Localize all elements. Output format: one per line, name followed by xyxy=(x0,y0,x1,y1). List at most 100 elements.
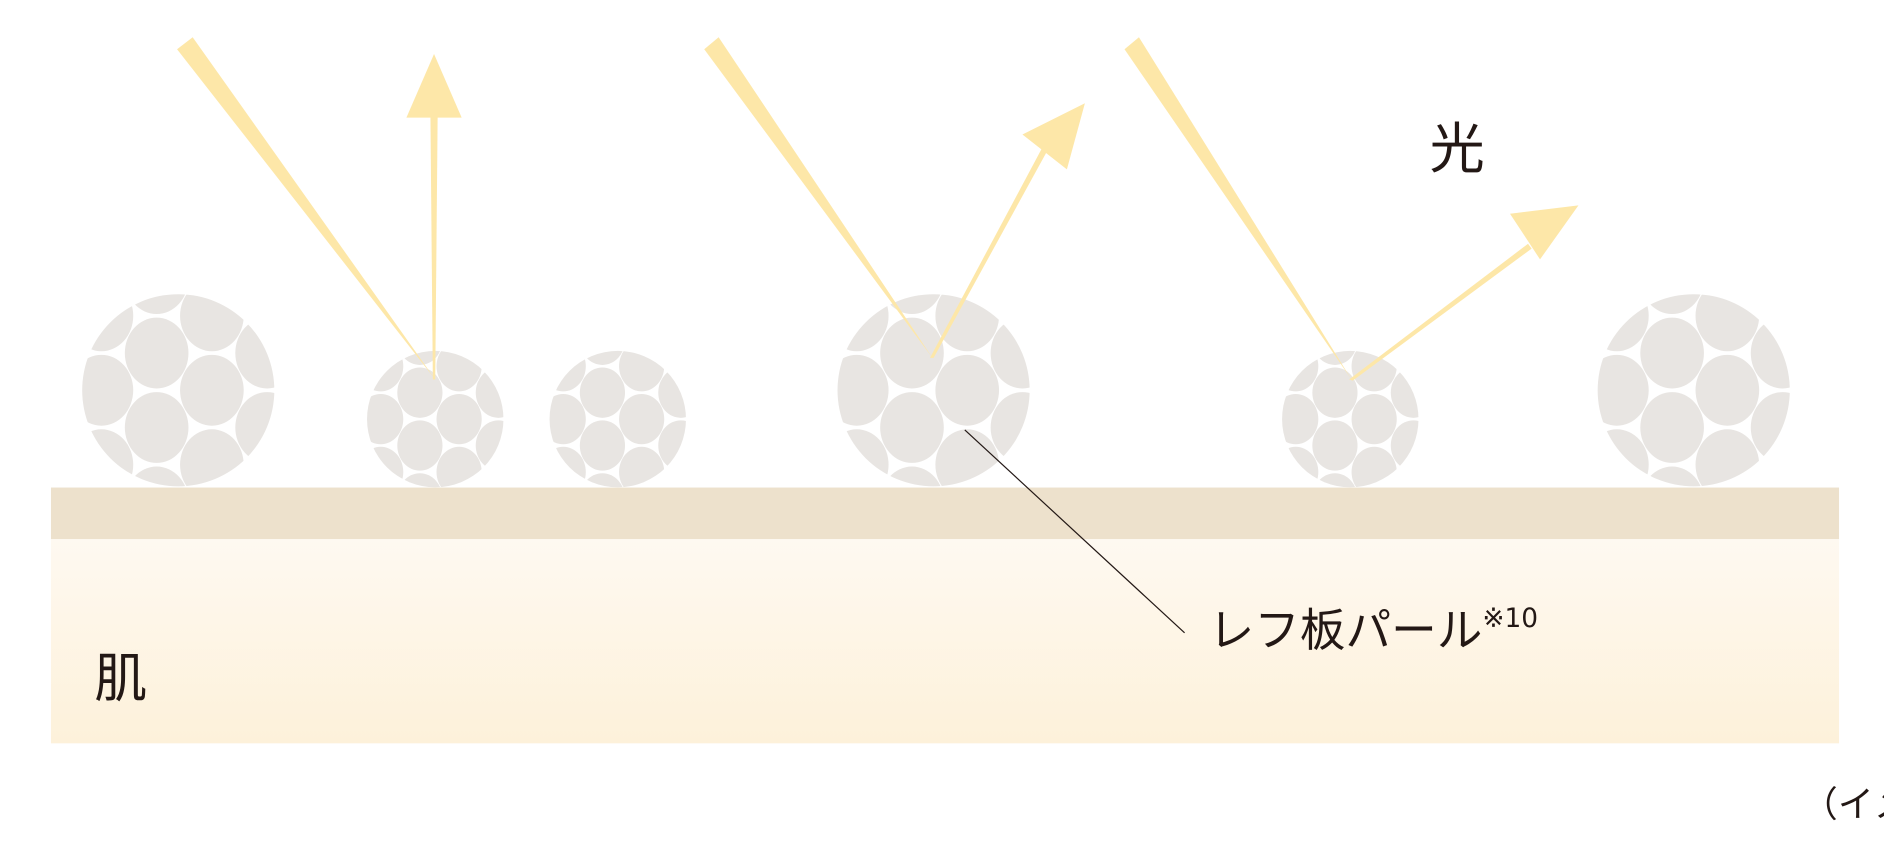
pearl-platelet xyxy=(619,235,664,285)
pearl-platelet xyxy=(837,354,889,426)
pearl-platelet xyxy=(1351,393,1397,445)
pearl-platelet xyxy=(1696,131,1760,202)
pearl-platelet xyxy=(180,294,244,352)
pearl-platelet xyxy=(501,368,546,418)
light-ray-2 xyxy=(704,37,1085,358)
pearl-platelet xyxy=(880,317,944,389)
pearl-platelet xyxy=(397,367,443,418)
pearl-platelet xyxy=(1430,394,1475,444)
pearl-platelet xyxy=(579,420,626,471)
pearl-platelet xyxy=(1282,393,1319,445)
pearl-platelet xyxy=(549,393,586,445)
pearl-platelet xyxy=(475,420,504,471)
pearl-platelet xyxy=(714,206,778,277)
pearl-platelet xyxy=(180,206,244,277)
pearl-platelet xyxy=(619,393,665,445)
pearl-platelet xyxy=(714,131,778,202)
pearl-platelet xyxy=(1312,350,1358,365)
pearl-platelet xyxy=(437,235,482,285)
pearl-platelet xyxy=(658,350,686,365)
pearl-platelet xyxy=(541,235,586,285)
pearl-platelet xyxy=(1806,131,1870,202)
pearl-platelet xyxy=(14,392,78,463)
pearl-platelet xyxy=(515,288,560,338)
pearl-platelet xyxy=(14,169,78,240)
pearl-platelet xyxy=(70,131,134,202)
pearl-platelet xyxy=(1640,169,1704,240)
pearl-platelet xyxy=(291,206,355,277)
pearl-platelet xyxy=(125,169,189,240)
pearl-platelet xyxy=(1352,288,1397,338)
pearl-platelet xyxy=(990,294,1030,315)
pearl-platelet xyxy=(1195,394,1240,444)
pearl-platelet xyxy=(0,280,23,351)
pearl-platelet xyxy=(935,354,1000,426)
pearl-platelet xyxy=(658,367,686,418)
pearl-platelet xyxy=(1390,367,1419,418)
pearl-platelet xyxy=(1695,354,1760,426)
pearl-platelet xyxy=(1696,206,1760,277)
pearl-platelet xyxy=(1312,262,1357,312)
pearl-platelet xyxy=(1750,294,1790,315)
pearl-platelet xyxy=(475,367,504,418)
pearl-platelet xyxy=(180,131,244,202)
pearl-platelet xyxy=(1695,294,1760,352)
pearl-platelet xyxy=(541,288,586,338)
pearl-platelet xyxy=(1391,262,1436,312)
pearl-platelet xyxy=(280,394,325,444)
light-label: 光 xyxy=(1430,118,1485,182)
pearl-platelet xyxy=(397,420,443,471)
pearl-platelet xyxy=(714,355,778,426)
pearl-platelet xyxy=(501,262,546,312)
pearl-platelet xyxy=(1806,280,1870,351)
pearl-platelet xyxy=(697,235,742,285)
pearl-platelet xyxy=(124,392,189,463)
pearl-platelet xyxy=(880,392,944,463)
pearl-platelet xyxy=(0,131,23,202)
pearl-platelet xyxy=(515,341,560,391)
arrowhead-icon xyxy=(406,54,462,118)
pearl-platelet xyxy=(1046,206,1110,277)
pearl-platelet xyxy=(319,368,364,418)
pearl-platelet xyxy=(1640,294,1704,315)
pearl-platelet xyxy=(0,429,23,500)
pearl-platelet xyxy=(880,294,944,315)
light-ray-3 xyxy=(1124,37,1579,381)
pearl-platelet xyxy=(549,350,586,392)
pearl-platelet xyxy=(1195,288,1240,338)
pearl-platelet xyxy=(1475,355,1539,426)
pearl-platelet xyxy=(180,354,244,426)
pearl-platelet xyxy=(580,262,625,312)
pearl-platelet xyxy=(1234,368,1279,418)
pearl-platelet xyxy=(714,280,778,351)
pearl-platelet xyxy=(697,341,742,391)
pearl-platelet xyxy=(1585,131,1649,202)
pearl-platelet xyxy=(70,206,134,277)
pearl-platelet xyxy=(935,131,999,202)
pearl-platelet xyxy=(14,318,78,389)
arrowhead-icon xyxy=(1510,205,1579,260)
pearl-platelet xyxy=(837,294,889,352)
pearl-platelet xyxy=(1751,169,1815,240)
pearl-platelet xyxy=(82,354,134,426)
pearl-platelet xyxy=(0,504,23,575)
pearl-platelet xyxy=(770,392,834,463)
pearl-platelet xyxy=(358,235,403,285)
pearl-platelet xyxy=(291,280,355,351)
pearl-platelet xyxy=(235,392,275,463)
pearl-platelet xyxy=(990,317,1030,389)
pearl-platelet xyxy=(1430,235,1475,285)
pearl-platelet xyxy=(358,288,403,338)
pearl-platelet xyxy=(770,243,834,314)
pearl-platelet xyxy=(280,341,325,391)
pearl-platelet xyxy=(437,288,482,338)
pearl-label: レフ板パール※10 xyxy=(1209,603,1538,657)
pearl-platelet xyxy=(367,393,404,445)
pearl-platelet xyxy=(990,392,1030,463)
pearl-platelet xyxy=(697,394,742,444)
pearl-platelet xyxy=(280,235,325,285)
pearl-platelet xyxy=(1234,262,1279,312)
pearl-platelet xyxy=(697,288,742,338)
pearl-platelet xyxy=(1597,354,1649,426)
